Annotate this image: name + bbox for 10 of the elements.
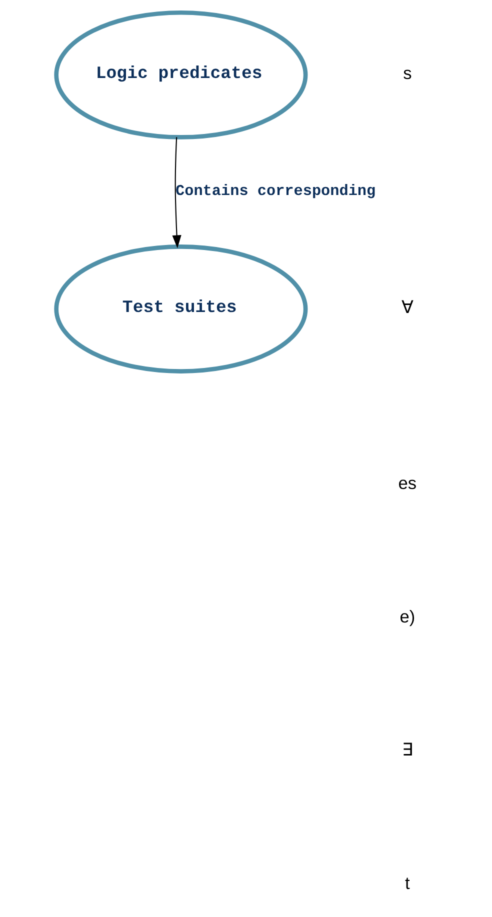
- label: es: [398, 473, 416, 494]
- label: ∀: [400, 297, 413, 318]
- label: e): [399, 606, 415, 626]
- edge-label: Contains corresponding: [175, 182, 376, 200]
- node-ellipse: Test suites: [54, 244, 308, 374]
- arrow: [172, 137, 181, 248]
- label: s: [402, 63, 412, 84]
- node-ellipse: Logic predicates: [54, 10, 308, 140]
- label: t: [404, 873, 410, 893]
- label: ∃: [401, 740, 412, 760]
